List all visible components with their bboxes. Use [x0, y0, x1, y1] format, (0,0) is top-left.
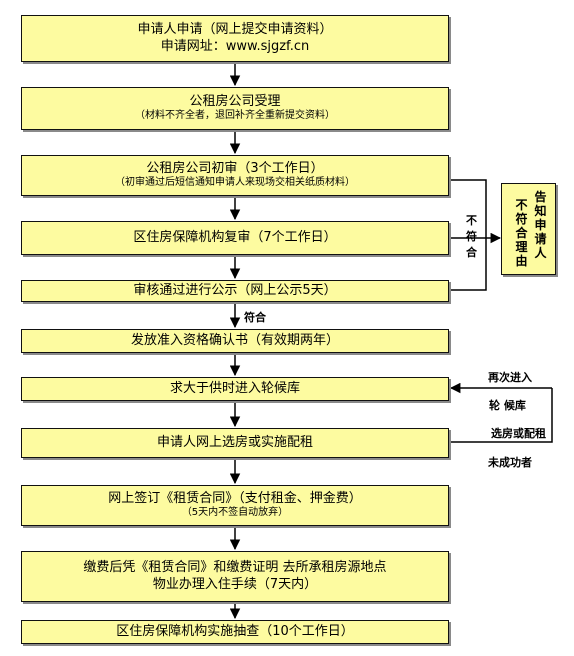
- step-second-review-title: 区住房保障机构复审（7个工作日）: [133, 229, 337, 245]
- step-sign-contract-title: 网上签订《租赁合同》（支付租金、押金费）: [108, 491, 362, 507]
- step-waiting-list-title: 求大于供时进入轮候库: [169, 380, 300, 396]
- reject-notice-column-left: 不 符 合 理 由: [515, 198, 528, 268]
- step-sign-contract-note: （5天内不签自动放弃）: [181, 507, 289, 519]
- step-apply-url: 申请网址：www.sjgzf.cn: [160, 38, 310, 54]
- reject-notice-box: 告 知 申 请 人 不 符 合 理 由: [501, 183, 556, 275]
- step-move-in: 缴费后凭《租赁合同》和缴费证明 去所承租房源地点 物业办理入住手续（7天内）: [21, 551, 449, 602]
- reject-notice-char: 知: [534, 204, 547, 218]
- step-select-house: 申请人网上选房或实施配租: [21, 428, 449, 458]
- step-move-in-line2: 物业办理入住手续（7天内）: [152, 576, 318, 592]
- step-select-house-title: 申请人网上选房或实施配租: [156, 434, 313, 450]
- reject-bracket: [449, 179, 487, 291]
- reject-notice-column-right: 告 知 申 请 人: [534, 190, 547, 260]
- step-second-review: 区住房保障机构复审（7个工作日）: [21, 221, 449, 255]
- step-initial-review: 公租房公司初审（3个工作日） （初审通过后短信通知申请人来现场交相关纸质材料）: [21, 155, 449, 196]
- step-publicity: 审核通过进行公示（网上公示5天）: [21, 280, 449, 302]
- step-publicity-title: 审核通过进行公示（网上公示5天）: [133, 282, 337, 298]
- reject-notice-char: 人: [534, 246, 547, 260]
- reject-notice-char: 由: [515, 254, 528, 268]
- step-apply-title: 申请人申请（网上提交申请资料）: [137, 22, 333, 38]
- step-initial-review-note: （初审通过后短信通知申请人来现场交相关纸质材料）: [115, 177, 355, 189]
- reject-notice-char: 请: [534, 232, 547, 246]
- label-reenter-1: 再次进入: [488, 371, 532, 384]
- label-qualified: 符合: [244, 311, 266, 324]
- step-waiting-list: 求大于供时进入轮候库: [21, 377, 449, 401]
- label-not-qualified-3: 合: [466, 246, 477, 259]
- step-accept-note: （材料不齐全者，退回补齐全重新提交资料）: [135, 110, 335, 122]
- reject-notice-char: 合: [515, 226, 528, 240]
- label-select-fail-1: 选房或配租: [491, 427, 546, 440]
- label-select-fail-2: 未成功者: [488, 456, 532, 469]
- step-sign-contract: 网上签订《租赁合同》（支付租金、押金费） （5天内不签自动放弃）: [21, 485, 449, 526]
- label-not-qualified-2: 符: [466, 230, 477, 243]
- reject-notice-char: 符: [515, 212, 528, 226]
- step-accept: 公租房公司受理 （材料不齐全者，退回补齐全重新提交资料）: [21, 87, 449, 130]
- reenter-loop-line: [449, 388, 553, 443]
- step-initial-review-title: 公租房公司初审（3个工作日）: [146, 161, 324, 177]
- reject-notice-char: 不: [515, 198, 528, 212]
- step-spot-check-title: 区住房保障机构实施抽查（10个工作日）: [116, 623, 354, 639]
- step-accept-title: 公租房公司受理: [189, 94, 281, 110]
- step-certificate: 发放准入资格确认书（有效期两年）: [21, 329, 449, 353]
- reject-notice-char: 告: [534, 190, 547, 204]
- step-apply: 申请人申请（网上提交申请资料） 申请网址：www.sjgzf.cn: [21, 15, 449, 62]
- label-not-qualified-1: 不: [466, 214, 477, 227]
- reject-notice-char: 理: [515, 240, 528, 254]
- label-reenter-2: 轮 候库: [489, 399, 526, 412]
- step-spot-check: 区住房保障机构实施抽查（10个工作日）: [21, 620, 449, 644]
- step-move-in-line1: 缴费后凭《租赁合同》和缴费证明 去所承租房源地点: [83, 560, 387, 576]
- reject-notice-char: 申: [534, 218, 547, 232]
- step-certificate-title: 发放准入资格确认书（有效期两年）: [130, 332, 339, 348]
